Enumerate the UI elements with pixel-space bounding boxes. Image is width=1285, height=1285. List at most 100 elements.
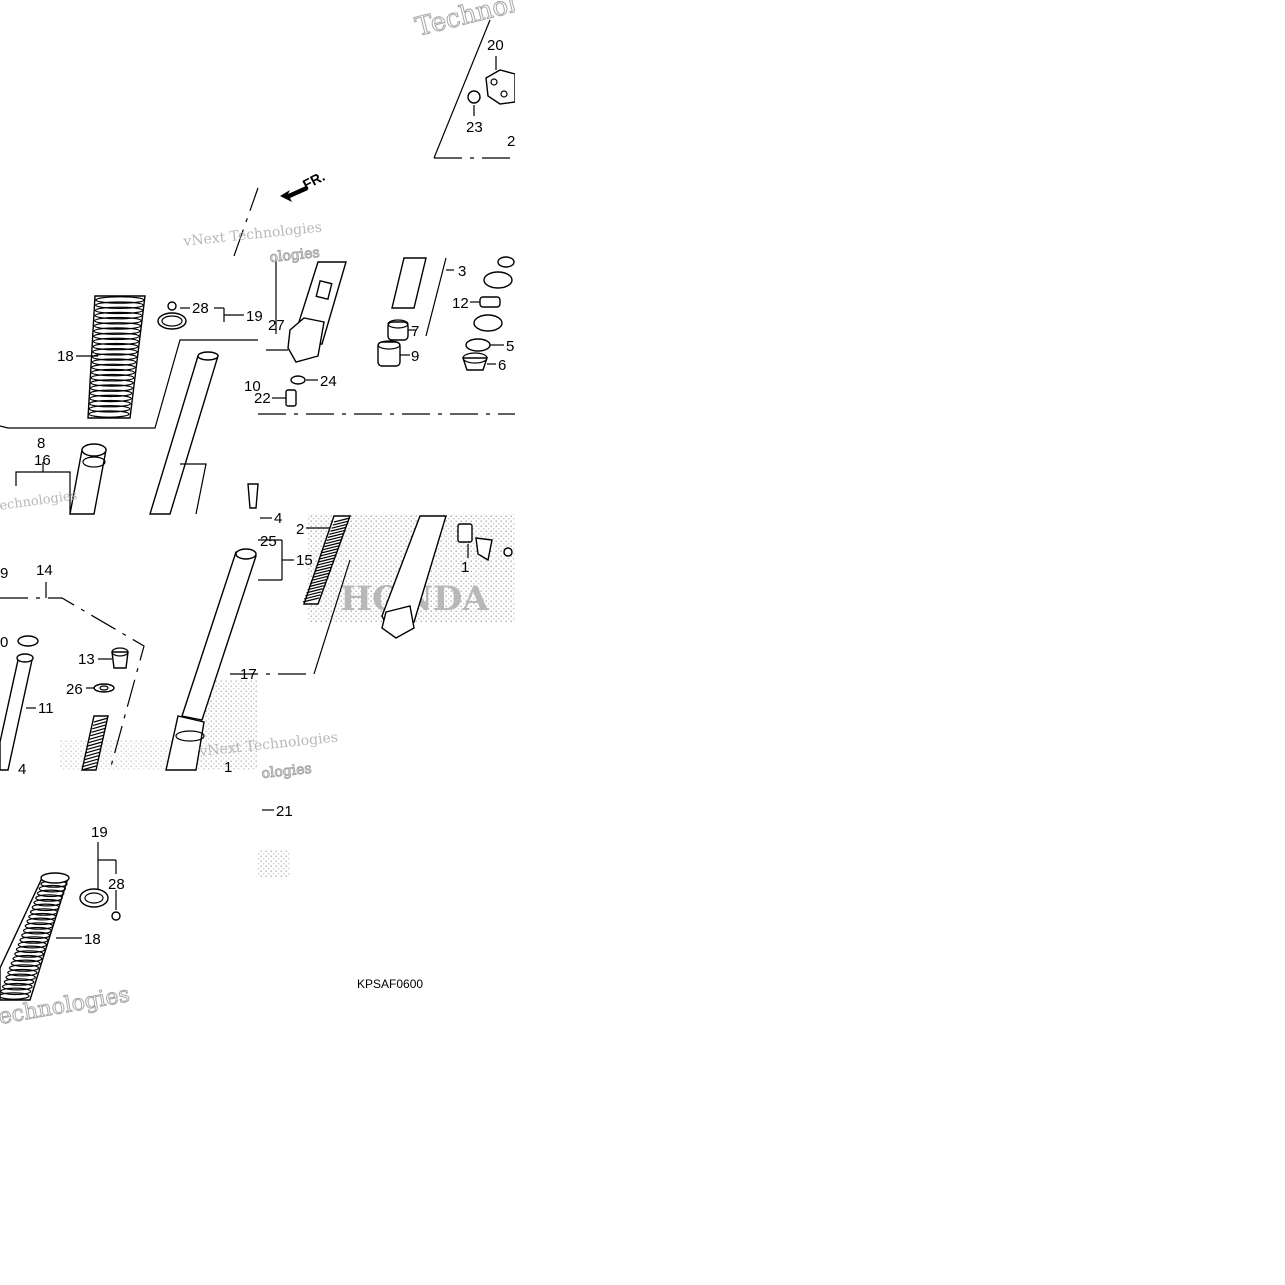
spring-coil: [332, 520, 349, 526]
boot-rib: [95, 296, 145, 304]
callout-21[interactable]: 21: [276, 803, 293, 820]
clamp-screw-lower[interactable]: [111, 911, 121, 921]
callout-16[interactable]: 16: [34, 452, 51, 469]
inner-fork-tube-upper[interactable]: [149, 355, 219, 515]
drawing-code: KPSAF0600: [357, 977, 423, 991]
callout-12[interactable]: 12: [452, 295, 469, 312]
bushing-7[interactable]: [387, 321, 409, 341]
spring-coil: [310, 578, 327, 585]
callout-27[interactable]: 27: [268, 317, 285, 334]
callout-9[interactable]: 9: [0, 565, 8, 582]
callout-1[interactable]: 1: [224, 759, 232, 776]
callout-7[interactable]: 7: [411, 323, 419, 340]
spring-coil: [302, 597, 320, 603]
callout-1[interactable]: 1: [461, 559, 469, 576]
callout-13[interactable]: 13: [78, 651, 95, 668]
boot-rib: [14, 950, 44, 958]
back-up-ring[interactable]: [473, 314, 503, 332]
callout-17[interactable]: 17: [240, 666, 257, 683]
boot-clamp-lower[interactable]: [79, 888, 109, 908]
spring-coil: [312, 572, 329, 578]
callout-18[interactable]: 18: [57, 348, 74, 365]
callout-20[interactable]: 20: [487, 37, 504, 54]
boot-rib: [3, 978, 35, 986]
spring-coil: [315, 563, 333, 569]
spring-coil: [306, 588, 323, 594]
stopper-ring-12[interactable]: [479, 296, 501, 308]
piston-ring-10[interactable]: [17, 635, 39, 647]
callout-10[interactable]: 0: [0, 634, 8, 651]
dust-seal-5[interactable]: [465, 338, 491, 352]
boot-rib: [94, 316, 142, 325]
spring-coil: [324, 542, 341, 548]
nut-23[interactable]: [467, 90, 481, 104]
callout-11[interactable]: 11: [38, 700, 54, 717]
oil-seal[interactable]: [483, 271, 513, 289]
callout-28[interactable]: 28: [108, 876, 125, 893]
spring-coil: [90, 731, 105, 737]
callout-28[interactable]: 28: [192, 300, 209, 317]
callout-4[interactable]: 4: [18, 761, 26, 778]
callout-24[interactable]: 24: [320, 373, 337, 390]
spring-coil: [81, 765, 97, 771]
dust-seal-6[interactable]: [462, 357, 488, 371]
spring-coil: [319, 554, 336, 560]
callout-14[interactable]: 14: [36, 562, 53, 579]
collar-9[interactable]: [377, 341, 401, 367]
callout-6[interactable]: 6: [498, 357, 506, 374]
bracket-bolt[interactable]: [503, 547, 513, 557]
callout-25[interactable]: 25: [260, 533, 277, 550]
washer-26[interactable]: [93, 683, 115, 693]
boot-rib: [91, 363, 136, 372]
callout-9[interactable]: 9: [411, 348, 419, 365]
boot-rib: [90, 368, 136, 377]
slide-bushing-upper[interactable]: [69, 449, 107, 515]
washer-24[interactable]: [290, 375, 306, 385]
callout-26[interactable]: 26: [66, 681, 83, 698]
boot-rib: [5, 973, 36, 982]
boot-rib: [15, 945, 46, 954]
boot-rib: [0, 992, 30, 1000]
boot-rib: [29, 908, 59, 916]
boot-rib: [31, 903, 60, 912]
callout-2[interactable]: 2: [507, 133, 515, 150]
fork-tube-3[interactable]: [391, 257, 427, 309]
bracket-1[interactable]: [457, 523, 473, 543]
top-bridge-cap[interactable]: [485, 69, 516, 105]
spring-coil: [93, 717, 109, 723]
callout-23[interactable]: 23: [466, 119, 483, 136]
callout-4[interactable]: 4: [274, 510, 282, 527]
spring-coil: [321, 548, 339, 554]
callout-8[interactable]: 8: [37, 435, 45, 452]
callout-2[interactable]: 2: [296, 521, 304, 538]
spring-coil: [320, 551, 338, 557]
fork-boot-upper[interactable]: [87, 295, 146, 419]
callout-15[interactable]: 15: [296, 552, 313, 569]
callout-22[interactable]: 22: [254, 390, 271, 407]
boot-rib: [88, 410, 130, 418]
front-arrow-icon: FR.: [280, 168, 327, 202]
damper-rod-11[interactable]: [0, 659, 33, 771]
watermark: echnologies: [0, 488, 78, 514]
callout-19[interactable]: 19: [246, 308, 263, 325]
boot-rib: [92, 342, 139, 351]
tile-mid-right: HONDA: [258, 514, 515, 639]
boot-rib: [0, 987, 32, 996]
boot-rib: [89, 399, 131, 408]
callout-5[interactable]: 5: [506, 338, 514, 355]
spring-coil: [307, 585, 324, 591]
spring-coil: [304, 594, 321, 600]
callout-18[interactable]: 18: [84, 931, 101, 948]
boot-rib: [17, 940, 48, 949]
callout-19[interactable]: 19: [91, 824, 108, 841]
spring-coil: [88, 737, 104, 744]
boot-rib: [92, 337, 140, 346]
callout-10[interactable]: 10: [244, 378, 261, 395]
clamp-screw-upper[interactable]: [167, 301, 177, 311]
boot-rib: [90, 373, 135, 382]
callout-3[interactable]: 3: [458, 263, 466, 280]
bolt-22[interactable]: [285, 389, 297, 407]
boot-rib: [89, 394, 132, 403]
tile-lower-left: [0, 548, 351, 771]
